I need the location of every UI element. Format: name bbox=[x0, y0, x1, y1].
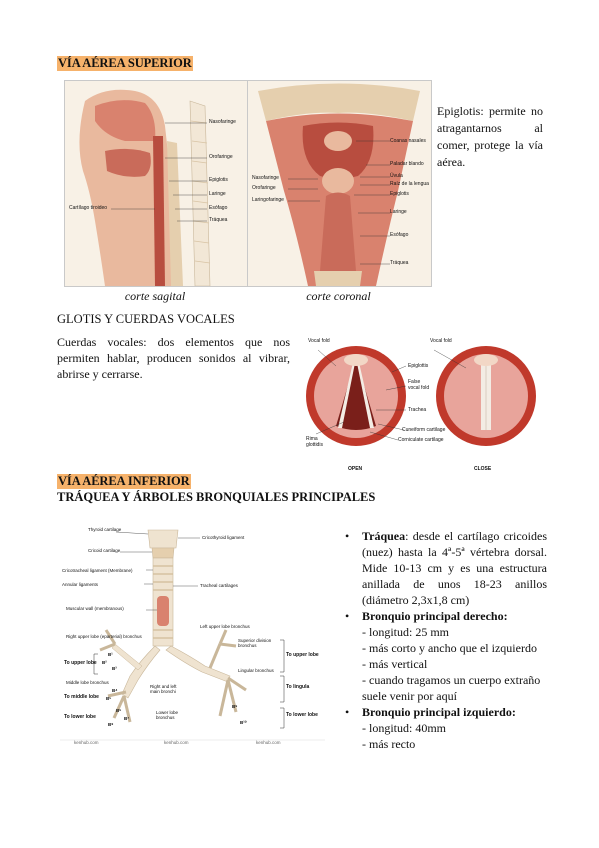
label-to-lower-lobe-right: To lower lobe bbox=[64, 714, 96, 720]
sagittal-section-illustration bbox=[65, 81, 247, 286]
label-larynx-coronal: Laringe bbox=[390, 209, 407, 215]
coronal-section-figure: Coanas nasales Paladar blando Úvula Raíz… bbox=[247, 80, 432, 287]
vocal-cords-text: Cuerdas vocales: dos elementos que nos p… bbox=[57, 335, 290, 381]
label-segment-b3: B³ bbox=[112, 666, 117, 671]
label-segment-b5: B⁵ bbox=[106, 696, 112, 701]
vocal-folds-figure: Vocal fold Vocal fold Epiglottis False v… bbox=[306, 336, 551, 476]
label-epiglottis: Epiglotis bbox=[209, 177, 228, 183]
trachea-item: • Tráquea: desde el cartílago cricoides … bbox=[342, 528, 547, 608]
right-bronchus-point: - longitud: 25 mm bbox=[362, 625, 449, 639]
label-right-upper-lobe-bronchus: Right upper lobe (eparterial) bronchus bbox=[66, 634, 142, 639]
bullet-marker: • bbox=[345, 529, 350, 543]
label-nasopharynx: Nasofaringe bbox=[209, 119, 236, 125]
label-epiglottis-coronal: Epiglotis bbox=[390, 191, 409, 197]
label-rima-glottidis: Rima glottidis bbox=[306, 436, 323, 448]
label-segment-b1: B¹ bbox=[108, 652, 113, 657]
trachea-description: : desde el cartílago cricoides (nuez) ha… bbox=[362, 529, 547, 607]
sagittal-section-figure: Nasofaringe Orofaringe Epiglotis Laringe… bbox=[64, 80, 248, 287]
label-nasal-choanae: Coanas nasales bbox=[390, 138, 426, 144]
label-segment-b9: B⁹ bbox=[232, 704, 238, 709]
label-trachea-glottis: Trachea bbox=[408, 407, 427, 413]
label-epiglottis-glottis: Epiglottis bbox=[408, 363, 429, 369]
bronchial-tree-figure: Thyroid cartilage Cricoid cartilage Cric… bbox=[60, 526, 325, 748]
right-bronchus-point: - más vertical bbox=[362, 657, 428, 671]
label-cuneiform-cartilage: Cuneiform cartilage bbox=[402, 427, 446, 433]
label-close: CLOSE bbox=[474, 466, 492, 472]
credit-3: kenhub.com bbox=[256, 740, 281, 745]
caption-sagittal: corte sagital bbox=[124, 289, 186, 303]
label-segment-b7: B⁷ bbox=[124, 716, 130, 721]
label-open: OPEN bbox=[348, 466, 363, 472]
right-bronchus-item: • Bronquio principal derecho: bbox=[342, 608, 547, 624]
credit-2: kenhub.com bbox=[164, 740, 189, 745]
lower-airway-heading: VÍA AÉREA INFERIOR bbox=[57, 474, 191, 489]
label-to-upper-lobe-right: To upper lobe bbox=[64, 660, 97, 666]
label-oropharynx: Orofaringe bbox=[209, 154, 233, 160]
label-nasopharynx-coronal: Nasofaringe bbox=[252, 175, 279, 181]
label-false-vocal-fold: False vocal fold bbox=[408, 379, 430, 391]
left-bronchus-title: Bronquio principal izquierdo: bbox=[362, 705, 516, 719]
credit-1: kenhub.com bbox=[74, 740, 99, 745]
label-segment-b2: B² bbox=[102, 660, 107, 665]
right-bronchus-point: - cuando tragamos un cuerpo extraño suel… bbox=[362, 673, 541, 703]
label-larynx: Laringe bbox=[209, 191, 226, 197]
bullet-marker: • bbox=[345, 609, 350, 623]
label-esophagus: Esófago bbox=[209, 205, 228, 211]
label-to-lingula: To lingula bbox=[286, 684, 310, 690]
glottis-heading: GLOTIS Y CUERDAS VOCALES bbox=[57, 312, 235, 326]
bullet-marker: • bbox=[345, 705, 350, 719]
label-segment-b10: B¹⁰ bbox=[240, 720, 247, 725]
label-corniculate-cartilage: Corniculate cartilage bbox=[398, 437, 444, 443]
label-muscular-wall: Muscular wall (membranous) bbox=[66, 606, 124, 611]
label-to-middle-lobe: To middle lobe bbox=[64, 694, 99, 700]
label-main-bronchi: Right and left main bronchi bbox=[150, 684, 177, 694]
label-oropharynx-coronal: Orofaringe bbox=[252, 185, 276, 191]
label-cricoid-cartilage: Cricoid cartilage bbox=[88, 548, 121, 553]
label-left-upper-lobe-bronchus: Left upper lobe bronchus bbox=[200, 624, 250, 629]
label-segment-b8: B⁸ bbox=[108, 722, 114, 727]
caption-coronal: corte coronal bbox=[306, 289, 371, 303]
label-vocal-fold-close: Vocal fold bbox=[430, 338, 452, 344]
label-trachea: Tráquea bbox=[209, 217, 228, 223]
left-bronchus-point: - longitud: 40mm bbox=[362, 721, 446, 735]
label-tracheal-cartilages: Tracheal cartilages bbox=[200, 583, 238, 588]
label-tongue-root: Raíz de la lengua bbox=[390, 181, 429, 187]
vocal-folds-illustration bbox=[306, 346, 536, 446]
trachea-title: Tráquea bbox=[362, 529, 406, 543]
label-superior-division-bronchus: Superior division bronchus bbox=[238, 638, 272, 648]
label-soft-palate: Paladar blando bbox=[390, 161, 424, 167]
label-thyroid-cartilage-tree: Thyroid cartilage bbox=[88, 527, 122, 532]
label-annular-ligaments: Annular ligaments bbox=[62, 582, 99, 587]
label-segment-b4: B⁴ bbox=[112, 688, 118, 693]
label-laryngopharynx: Laringofaringe bbox=[252, 197, 284, 203]
epiglottis-text: Epiglotis: permite no atragantarnos al c… bbox=[437, 104, 543, 169]
label-lingular-bronchus: Lingular bronchus bbox=[238, 668, 274, 673]
right-bronchus-point: - más corto y ancho que el izquierdo bbox=[362, 641, 537, 655]
label-lower-lobe-bronchus: Lower lobe bronchus bbox=[156, 710, 179, 720]
label-to-lower-lobe-left: To lower lobe bbox=[286, 712, 318, 718]
label-middle-lobe-bronchus: Middle lobe bronchus bbox=[66, 680, 109, 685]
label-cricothyroid-ligament: Cricothyroid ligament bbox=[202, 535, 245, 540]
left-bronchus-item: • Bronquio principal izquierdo: bbox=[342, 704, 547, 720]
label-vocal-fold-open: Vocal fold bbox=[308, 338, 330, 344]
left-bronchus-point: - más recto bbox=[362, 737, 416, 751]
airway-bullet-list: • Tráquea: desde el cartílago cricoides … bbox=[342, 528, 547, 752]
right-bronchus-title: Bronquio principal derecho: bbox=[362, 609, 508, 623]
label-uvula: Úvula bbox=[390, 173, 403, 179]
trachea-bronchi-heading: TRÁQUEA Y ÁRBOLES BRONQUIALES PRINCIPALE… bbox=[57, 490, 376, 504]
label-thyroid-cartilage: Cartílago tiroideo bbox=[69, 205, 108, 211]
label-cricotracheal-ligament: Cricotracheal ligament (Membrane) bbox=[62, 568, 133, 573]
label-trachea-coronal: Tráquea bbox=[390, 260, 409, 266]
label-segment-b6: B⁶ bbox=[116, 708, 122, 713]
label-to-upper-lobe-left: To upper lobe bbox=[286, 652, 319, 658]
coronal-section-illustration bbox=[248, 81, 431, 286]
label-esophagus-coronal: Esófago bbox=[390, 232, 409, 238]
bronchial-tree-illustration bbox=[60, 526, 325, 748]
upper-airway-heading: VÍA AÉREA SUPERIOR bbox=[57, 56, 193, 71]
